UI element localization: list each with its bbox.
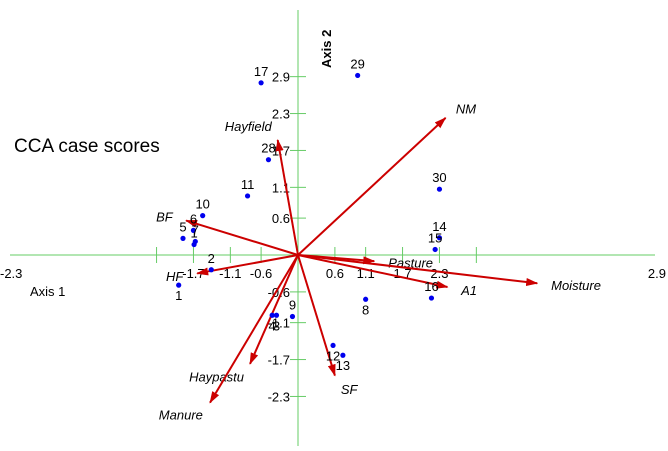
- case-point: [330, 342, 336, 349]
- y-tick-label: -1.7: [268, 353, 290, 368]
- case-point: [208, 267, 214, 273]
- vector-a1-arrow: [297, 254, 449, 289]
- case-point: [265, 157, 272, 163]
- case-point: [269, 312, 275, 318]
- case-label: 17: [254, 64, 268, 79]
- x-tick-label: 2.3: [430, 266, 448, 281]
- case-label: 14: [432, 219, 446, 234]
- case-label: 9: [289, 298, 296, 313]
- case-label: 11: [241, 177, 255, 192]
- x-axis-title: Axis 1: [30, 284, 65, 299]
- vector-haypastu-label: Haypastu: [189, 370, 244, 385]
- vector-manure-label: Manure: [159, 408, 203, 423]
- case-label: 4: [269, 318, 276, 333]
- case-point: [428, 295, 435, 301]
- y-tick-label: 0.6: [272, 211, 290, 226]
- case-label: 2: [208, 251, 215, 266]
- vector-sf-label: SF: [341, 382, 359, 397]
- x-tick-label: 2.9: [648, 266, 666, 281]
- case-label: 10: [195, 197, 209, 212]
- case-point: [436, 186, 443, 192]
- case-label: 29: [350, 56, 364, 71]
- x-tick-label: -1.1: [219, 266, 241, 281]
- x-tick-label: 0.6: [326, 266, 344, 281]
- vector-hayfield-arrow: [275, 139, 299, 256]
- vector-sf-arrow: [297, 254, 336, 377]
- case-label: 1: [190, 226, 197, 241]
- vector-bf-label: BF: [156, 209, 174, 224]
- case-label: 1: [175, 288, 182, 303]
- case-point: [289, 313, 296, 320]
- case-point: [190, 227, 197, 233]
- case-label: 3: [273, 318, 280, 333]
- case-point: [432, 246, 438, 253]
- case-point: [258, 80, 264, 86]
- y-tick-label: -1.1: [268, 316, 290, 331]
- vector-nm-arrow: [297, 117, 447, 256]
- y-tick-label: -2.3: [268, 389, 290, 404]
- case-point: [180, 235, 186, 241]
- case-label: 5: [179, 219, 186, 234]
- case-label: 16: [424, 279, 438, 294]
- vector-moisture-arrow: [297, 254, 539, 286]
- case-point: [273, 312, 280, 318]
- vector-moisture-label: Moisture: [551, 278, 601, 293]
- vector-hf-label: HF: [166, 269, 184, 284]
- y-tick-label: 2.9: [272, 70, 290, 85]
- case-label: 7: [192, 222, 199, 237]
- case-point: [436, 235, 443, 241]
- vector-hf-arrow: [196, 254, 299, 276]
- vector-haypastu-arrow: [249, 254, 299, 365]
- case-point: [176, 282, 182, 288]
- vector-bf-arrow: [185, 219, 299, 256]
- case-label: 13: [336, 358, 350, 373]
- x-tick-label: -0.6: [250, 266, 272, 281]
- vector-hayfield-label: Hayfield: [225, 119, 273, 134]
- case-label: 15: [428, 230, 442, 245]
- case-point: [244, 193, 251, 199]
- y-tick-label: 2.3: [272, 107, 290, 122]
- y-axis-title: Axis 2: [319, 30, 334, 68]
- case-point: [192, 238, 198, 245]
- case-label: 12: [326, 348, 340, 363]
- case-label: 30: [432, 170, 446, 185]
- case-label: 6: [190, 211, 197, 226]
- vector-manure-arrow: [209, 254, 299, 404]
- case-label: 8: [362, 302, 369, 317]
- vector-a1-label: A1: [460, 283, 477, 298]
- chart-title: CCA case scores: [14, 136, 160, 157]
- x-tick-label: -2.3: [0, 266, 22, 281]
- case-label: 28: [261, 141, 275, 156]
- case-point: [340, 352, 346, 358]
- vector-nm-label: NM: [456, 101, 476, 116]
- case-point: [200, 213, 206, 219]
- case-point: [363, 296, 369, 302]
- case-point: [355, 72, 361, 79]
